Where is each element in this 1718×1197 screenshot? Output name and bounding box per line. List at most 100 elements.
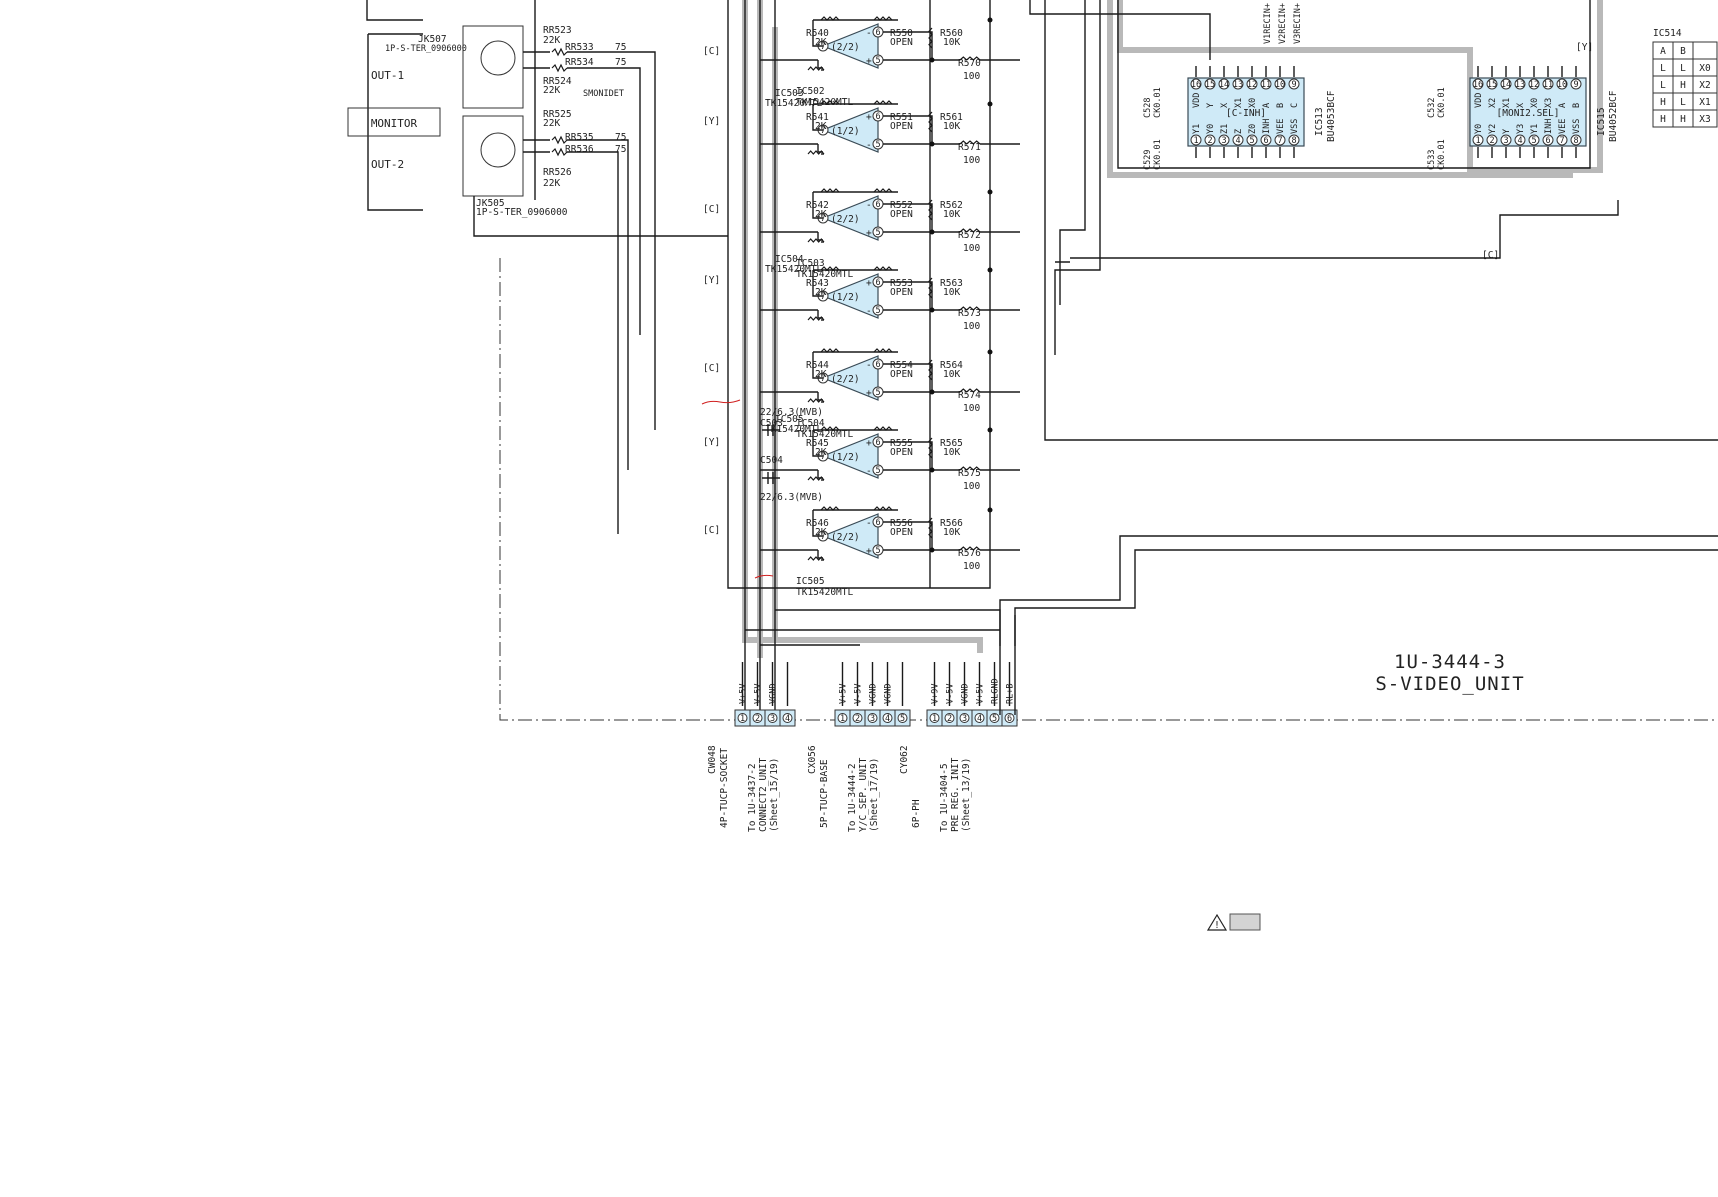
switch-ic: [C-INH]161VDDY1152YY0143XZ1134X1Z125X0Z0…: [1187, 66, 1337, 158]
svg-text:+: +: [866, 388, 872, 399]
svg-text:CX056: CX056: [807, 745, 818, 774]
svg-text:B: B: [1572, 103, 1582, 108]
svg-text:13: 13: [1515, 80, 1525, 90]
svg-text:C503: C503: [760, 418, 783, 429]
svg-text:22K: 22K: [543, 118, 560, 129]
svg-text:8: 8: [1573, 136, 1578, 146]
svg-text:To 1U-3404-5: To 1U-3404-5: [939, 763, 950, 832]
svg-text:[C]: [C]: [703, 363, 720, 374]
amp-half-label: (1/2): [831, 126, 860, 137]
svg-text:5: 5: [1531, 136, 1536, 146]
svg-text:L: L: [1680, 97, 1686, 108]
svg-text:7: 7: [1277, 136, 1282, 146]
svg-text:X0: X0: [1248, 98, 1258, 108]
svg-text:100: 100: [963, 243, 980, 254]
svg-text:11: 11: [1261, 80, 1271, 90]
svg-text:6: 6: [876, 200, 881, 210]
out2-label: OUT-2: [371, 158, 404, 171]
svg-text:13: 13: [1233, 80, 1243, 90]
svg-text:6: 6: [1263, 136, 1268, 146]
svg-text:CK0.01: CK0.01: [1437, 87, 1447, 118]
svg-text:OPEN: OPEN: [890, 37, 913, 48]
svg-text:7: 7: [821, 42, 826, 52]
svg-text:H: H: [1660, 114, 1666, 125]
amp-half-label: (2/2): [831, 42, 860, 53]
svg-text:INH: INH: [1544, 119, 1554, 134]
vrec-labels: V1RECIN+ V2RECIN+ V3RECIN+: [1263, 3, 1303, 44]
svg-text:VGND: VGND: [769, 684, 779, 704]
svg-text:75: 75: [615, 132, 626, 143]
svg-text:Y1: Y1: [1530, 124, 1540, 134]
svg-text:6: 6: [876, 438, 881, 448]
svg-text:2: 2: [855, 714, 860, 724]
svg-text:100: 100: [963, 71, 980, 82]
svg-text:CONNECT2_UNIT: CONNECT2_UNIT: [758, 757, 769, 832]
svg-text:22K: 22K: [543, 35, 560, 46]
amp-half-label: (1/2): [831, 452, 860, 463]
svg-text:2K: 2K: [815, 209, 827, 220]
svg-text:6P-PH: 6P-PH: [911, 799, 922, 828]
svg-text:RR533: RR533: [565, 42, 594, 53]
svg-text:C533: C533: [1427, 150, 1437, 170]
connector: 1V+9V2V-5V3VGND4V+5V5RLGND6RL+BCY0626P-P…: [899, 662, 1018, 832]
svg-text:[Y]: [Y]: [703, 275, 720, 286]
jack1-ref: JK507: [418, 34, 447, 45]
svg-text:H: H: [1660, 97, 1666, 108]
svg-text:C529: C529: [1143, 150, 1153, 170]
svg-text:2K: 2K: [815, 369, 827, 380]
svg-text:14: 14: [1501, 80, 1511, 90]
amp-half-label: (2/2): [831, 214, 860, 225]
svg-text:-: -: [866, 140, 872, 151]
svg-text:X: X: [1516, 102, 1526, 108]
warning-triangle-icon: !: [1206, 913, 1228, 931]
svg-text:OPEN: OPEN: [890, 209, 913, 220]
amp-ic-ref: IC503: [775, 88, 804, 99]
svg-text:2K: 2K: [815, 527, 827, 538]
svg-text:100: 100: [963, 561, 980, 572]
svg-text:L: L: [1680, 63, 1686, 74]
svg-text:Y0: Y0: [1206, 124, 1216, 134]
svg-text:7: 7: [821, 214, 826, 224]
svg-text:R565: R565: [940, 438, 963, 449]
svg-text:To 1U-3437-2: To 1U-3437-2: [747, 763, 758, 832]
svg-text:16: 16: [1473, 80, 1483, 90]
svg-text:VDD: VDD: [1474, 93, 1484, 108]
op-amp-icon: [821, 433, 879, 479]
svg-text:RR523: RR523: [543, 25, 572, 36]
svg-text:-: -: [866, 518, 872, 529]
svg-text:V+5V: V+5V: [739, 684, 749, 704]
svg-text:R556: R556: [890, 518, 913, 529]
svg-text:X2: X2: [1488, 98, 1498, 108]
svg-text:+: +: [866, 278, 872, 289]
svg-text:2K: 2K: [815, 37, 827, 48]
amp-ic-ref: IC502: [796, 86, 825, 97]
svg-text:[Y]: [Y]: [703, 437, 720, 448]
svg-text:10K: 10K: [943, 37, 960, 48]
svg-text:1: 1: [932, 714, 937, 724]
amp-stages: (2/2)765-+R5402KR550OPENR56010KR570100IC…: [760, 16, 1020, 598]
svg-text:B: B: [1680, 46, 1686, 57]
svg-text:CK0.01: CK0.01: [1153, 139, 1163, 170]
svg-text:X1: X1: [1234, 98, 1244, 108]
svg-text:V1RECIN+: V1RECIN+: [1263, 3, 1273, 44]
svg-text:RR535: RR535: [565, 132, 594, 143]
svg-text:[C]: [C]: [703, 46, 720, 57]
amp-ic-part: TK15420MTL: [796, 269, 853, 280]
svg-text:1: 1: [1475, 136, 1480, 146]
jack1-part: 1P-S-TER_0906000: [385, 44, 467, 54]
svg-text:OPEN: OPEN: [890, 369, 913, 380]
svg-text:9: 9: [1573, 80, 1578, 90]
svg-text:V+5V: V+5V: [976, 684, 986, 704]
monitor-section: MONITOR OUT-1 OUT-2 JK507 1P-S-TER_09060…: [347, 0, 728, 534]
ic-body-icon: [1469, 77, 1587, 147]
svg-text:10: 10: [1275, 80, 1285, 90]
svg-text:16: 16: [1191, 80, 1201, 90]
svg-text:R561: R561: [940, 112, 963, 123]
c-tag-right: [C]: [1482, 250, 1499, 261]
svg-text:VSS: VSS: [1290, 119, 1300, 134]
svg-text:X1: X1: [1699, 97, 1711, 108]
smonidet-label: SMONIDET: [583, 89, 624, 99]
svg-text:V2RECIN+: V2RECIN+: [1278, 3, 1288, 44]
svg-text:7: 7: [821, 126, 826, 136]
